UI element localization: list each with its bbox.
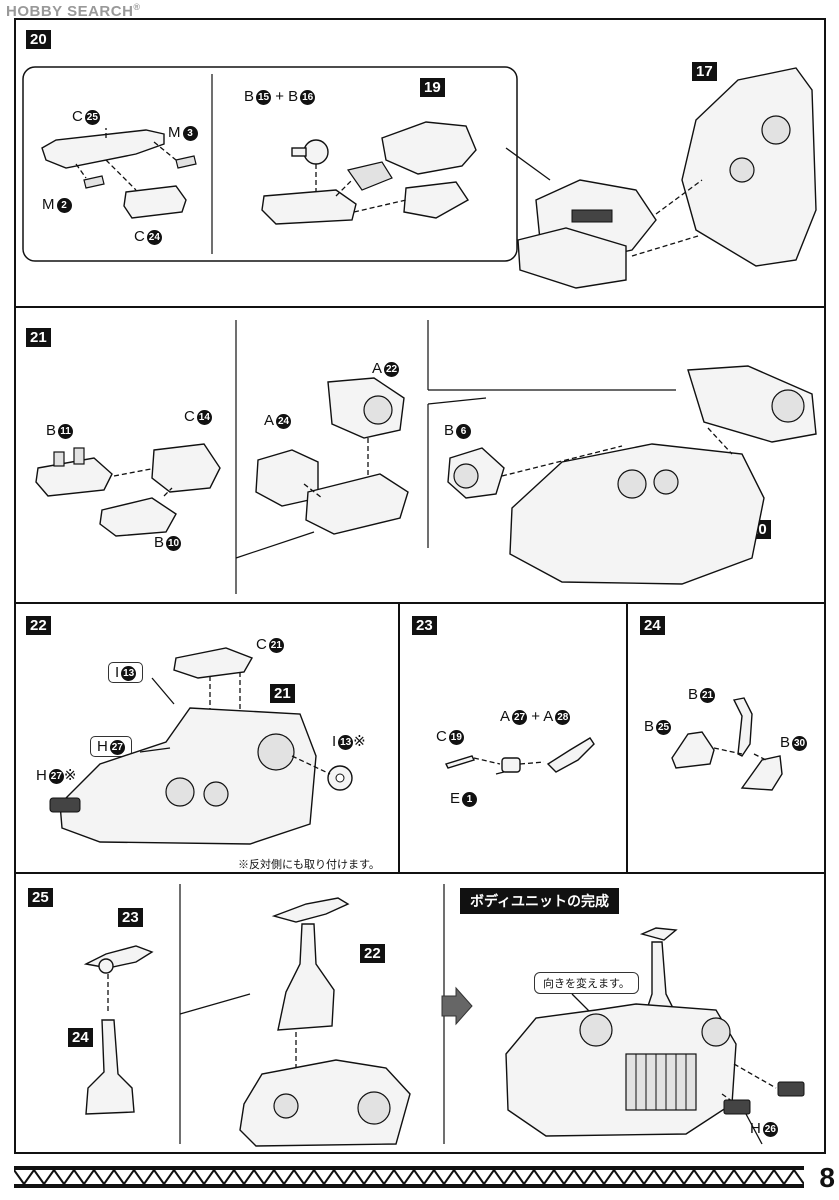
both-sides-note: ※反対側にも取り付けます。 — [238, 859, 380, 871]
dividers — [235, 320, 676, 594]
ref-step-19: 19 — [420, 78, 445, 97]
footer-band — [14, 1166, 804, 1188]
part-frame-c25-diagram — [41, 128, 197, 219]
antenna-assembly-diagram — [445, 737, 595, 775]
next-arrow-icon — [441, 986, 473, 1026]
ref-step-23: 23 — [118, 908, 143, 927]
step-number: 20 — [26, 30, 51, 49]
page-number: 8 — [819, 1162, 835, 1193]
ref-step-17: 17 — [692, 62, 717, 81]
ref-step-22: 22 — [360, 944, 385, 963]
watermark: HOBBY SEARCH® — [6, 2, 141, 20]
mast-base-diagram — [671, 697, 783, 791]
step-number: 24 — [640, 616, 665, 635]
ref-step-21: 21 — [270, 684, 295, 703]
watermark-text: HOBBY SEARCH — [6, 3, 134, 20]
step-number: 25 — [28, 888, 53, 907]
ref-step-24: 24 — [68, 1028, 93, 1047]
body-assembly-step21-diagram — [447, 365, 817, 585]
completed-body-diagram — [505, 927, 805, 1145]
watermark-reg-mark: ® — [133, 2, 141, 12]
sub-assembly-frame — [22, 66, 518, 262]
step-number: 22 — [26, 616, 51, 635]
body-assembly-step20-diagram — [505, 67, 817, 289]
step-number: 21 — [26, 328, 51, 347]
leg-mount-diagram — [261, 121, 477, 225]
step-21-panel: 21 B11 C14 B10 A24 A22 B6 20 — [14, 306, 826, 604]
rotate-bubble: 向きを変えます。 — [534, 972, 639, 994]
step-number: 23 — [412, 616, 437, 635]
step25-diagram — [83, 884, 445, 1147]
turret-assembly-diagram — [49, 647, 353, 845]
chassis-parts-diagram — [35, 443, 221, 537]
engine-assembly-diagram — [255, 377, 409, 535]
completion-banner: ボディユニットの完成 — [460, 888, 620, 914]
